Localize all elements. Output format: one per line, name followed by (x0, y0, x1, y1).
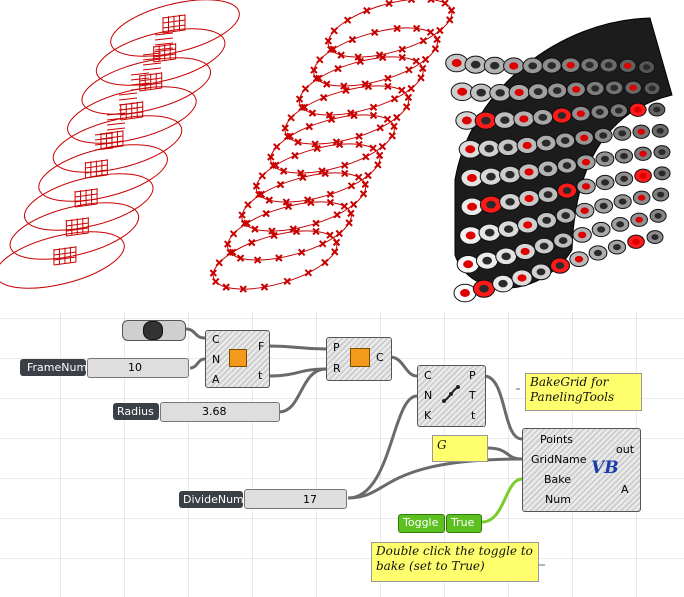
framenum-label: FrameNum (27, 361, 88, 374)
radius-label-pill (113, 403, 159, 420)
wire-radius-to-circle (278, 367, 327, 414)
wire-framenum-to-frames (189, 357, 206, 370)
note-bakegrid-text: BakeGrid for PanelingTools (530, 375, 615, 404)
note-g-text: G (437, 438, 447, 452)
radius-label: Radius (117, 405, 154, 418)
ellipse-frames-render (0, 0, 240, 289)
note-toggle (371, 542, 539, 582)
toggle-value: True (451, 516, 475, 529)
circle-input-p: P (333, 341, 340, 354)
divide-input-c: C (424, 369, 432, 382)
divide-output-tparam: t (471, 409, 476, 422)
vb-component[interactable] (522, 428, 641, 512)
divide-icon (442, 385, 460, 403)
wire-points (483, 374, 523, 441)
frames-output-f: F (258, 340, 265, 353)
dividenum-label-pill (179, 491, 243, 508)
framenum-value: 10 (128, 361, 142, 374)
wire-bake (481, 477, 523, 524)
wire-divide-n (347, 394, 418, 500)
wire-frames-to-circle (267, 344, 327, 351)
divided-points-render (209, 0, 456, 293)
vb-badge-icon: VB (591, 458, 619, 478)
divide-component[interactable] (417, 365, 486, 427)
framenum-label-pill (20, 359, 86, 376)
toggle-label-box[interactable] (398, 514, 445, 533)
toggle-value-box[interactable] (446, 514, 482, 533)
note-toggle-text: Double click the toggle to bake (set to … (376, 544, 533, 573)
dividenum-value: 17 (303, 493, 317, 506)
vb-input-points: Points (540, 433, 574, 446)
radius-value: 3.68 (202, 405, 227, 418)
note-g (432, 435, 488, 462)
frames-input-n: N (212, 353, 221, 366)
wire-gridname (486, 446, 523, 461)
paneled-surface-render (445, 17, 673, 303)
vb-output-out: out (616, 443, 635, 456)
divide-output-t: T (469, 389, 476, 402)
note-wires (516, 388, 545, 566)
wire-curve-to-frames (185, 327, 206, 340)
vb-input-gridname: GridName (531, 453, 587, 466)
wires (185, 327, 523, 524)
vb-input-bake: Bake (544, 473, 572, 486)
frames-input-a: A (212, 373, 220, 386)
wire-circle-to-divide (389, 355, 418, 378)
frames-output-t: t (258, 369, 263, 382)
circle-input-r: R (333, 362, 341, 375)
framenum-slider[interactable] (87, 358, 189, 378)
curve-param-icon (143, 321, 163, 340)
note-bakegrid (525, 373, 642, 411)
divide-output-p: P (469, 369, 476, 382)
frames-icon (229, 349, 247, 367)
divide-input-k: K (424, 409, 432, 422)
vb-input-num: Num (545, 493, 571, 506)
radius-slider[interactable] (160, 402, 280, 422)
dividenum-label: DivideNum (183, 493, 244, 506)
circle-icon (350, 348, 370, 367)
vb-output-a: A (621, 483, 629, 496)
toggle-label: Toggle (403, 516, 439, 529)
dividenum-slider[interactable] (244, 489, 347, 509)
divide-input-n: N (424, 389, 433, 402)
frames-input-c: C (212, 333, 220, 346)
circle-output-c: C (376, 351, 384, 364)
